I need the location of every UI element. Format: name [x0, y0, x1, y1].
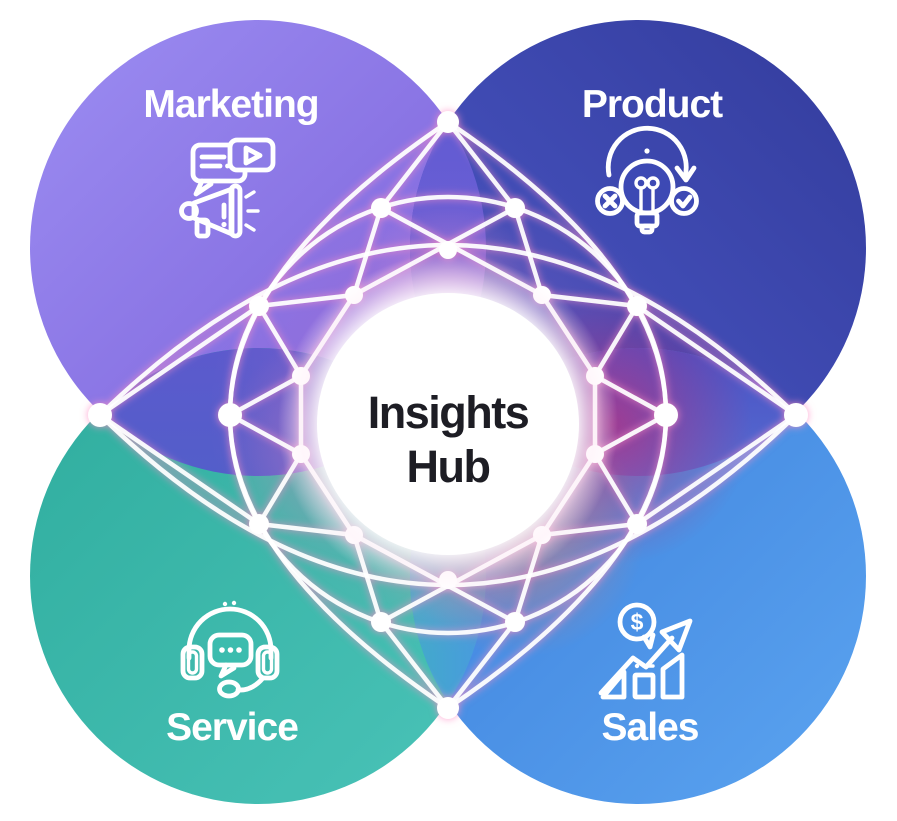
- network-overlay: [88, 111, 808, 719]
- lightbulb-decision-icon: [595, 125, 699, 235]
- service-label: Service: [166, 706, 298, 749]
- dollar-symbol: $: [631, 609, 644, 635]
- hub-title-line2: Hub: [407, 441, 490, 492]
- marketing-label: Marketing: [143, 83, 318, 126]
- sales-growth-icon: $: [598, 602, 693, 700]
- megaphone-chat-icon: [179, 137, 276, 239]
- headset-support-icon: [180, 600, 280, 699]
- hub-circle: [317, 293, 579, 555]
- product-label: Product: [582, 83, 723, 126]
- hub-title-line1: Insights: [368, 387, 529, 438]
- sales-label: Sales: [602, 706, 699, 749]
